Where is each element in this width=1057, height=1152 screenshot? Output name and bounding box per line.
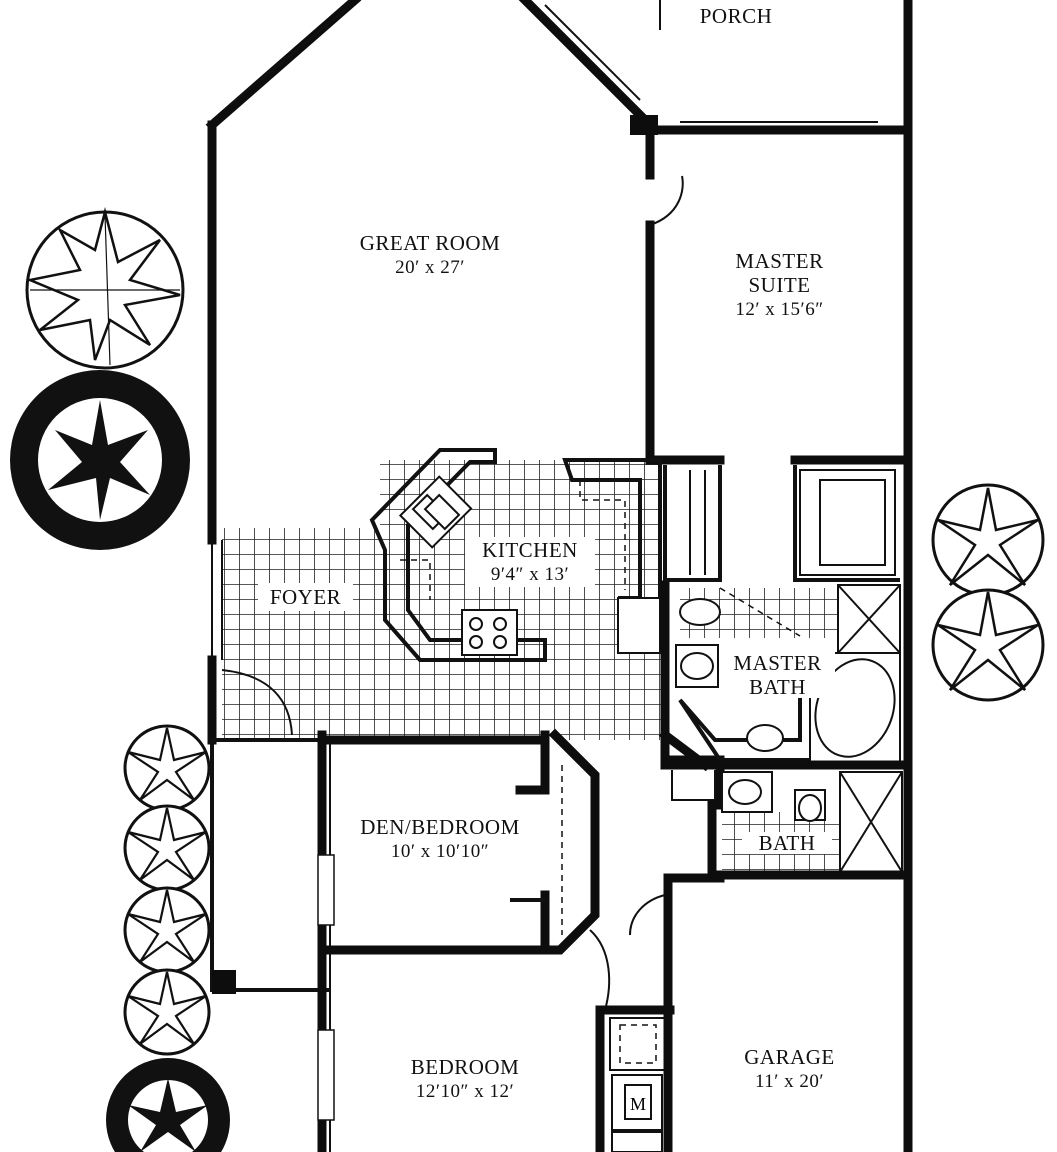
great-room-dim: 20′ x 27′ (395, 257, 465, 279)
tree-icon (931, 483, 1045, 702)
bedroom-dim: 12′10″ x 12′ (415, 1081, 515, 1103)
tree-icon (10, 370, 190, 550)
bedroom-label: BEDROOM 12′10″ x 12′ (385, 1056, 545, 1102)
bath-label: BATH (742, 832, 832, 854)
kitchen-dim: 9′4″ x 13′ (490, 564, 570, 586)
garage-walls (663, 873, 725, 1152)
tree-icon (106, 1058, 230, 1152)
kitchen-counters (369, 448, 662, 662)
garage-dim: 11′ x 20′ (754, 1071, 825, 1093)
master-bath-fixtures (658, 580, 901, 810)
great-room-bay-walls (205, 0, 658, 135)
master-suite-label: MASTER SUITE 12′ x 15′6″ (712, 250, 847, 320)
svg-text:M: M (630, 1094, 646, 1114)
foyer-label: FOYER (258, 583, 353, 612)
master-suite-dim: 12′ x 15′6″ (735, 299, 824, 321)
foyer-entry-door (221, 669, 293, 736)
master-closets (663, 465, 900, 582)
great-room-label: GREAT ROOM 20′ x 27′ (345, 232, 515, 278)
kitchen-label: KITCHEN 9′4″ x 13′ (465, 537, 595, 587)
den-bedroom-label: DEN/BEDROOM 10′ x 10′10″ (340, 816, 540, 862)
tree-icon (25, 207, 185, 370)
porch-label: PORCH (699, 4, 773, 28)
great-room-name: GREAT ROOM (359, 231, 501, 255)
exterior-walls (207, 0, 913, 1152)
master-bath-label: MASTER BATH (720, 652, 835, 698)
tree-icon (123, 724, 211, 1056)
den-bedroom-walls (325, 728, 600, 955)
garage-label: GARAGE 11′ x 20′ (722, 1046, 857, 1092)
hall-doors: M (589, 894, 675, 1152)
den-bedroom-dim: 10′ x 10′10″ (390, 841, 490, 863)
